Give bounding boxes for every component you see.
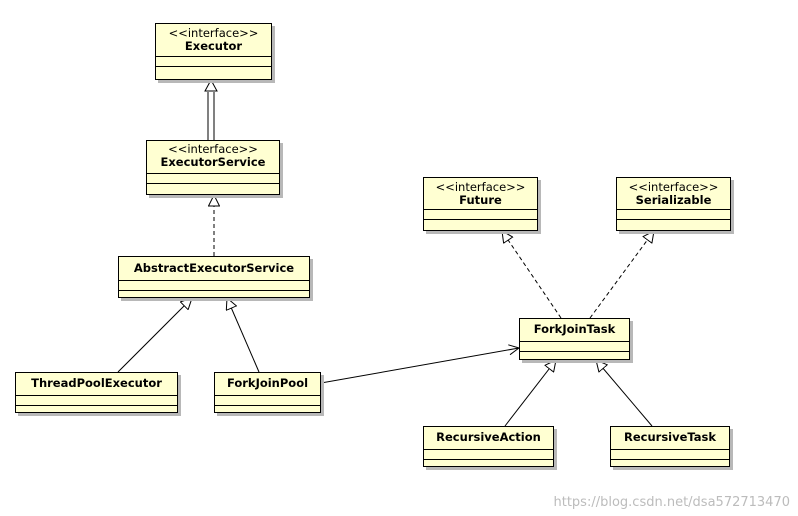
class-recursive-action[interactable]: RecursiveAction	[423, 426, 554, 467]
class-abstract-executor-service[interactable]: AbstractExecutorService	[118, 256, 310, 298]
attributes-section	[424, 209, 537, 219]
class-name: RecursiveTask	[623, 430, 717, 444]
class-executor[interactable]: <<interface>> Executor	[155, 23, 272, 80]
edge-recursive-task-to-fork-join-task	[596, 360, 653, 427]
class-fork-join-task[interactable]: ForkJoinTask	[519, 318, 630, 360]
operations-section	[119, 290, 309, 291]
attributes-section	[611, 449, 729, 459]
class-name: ForkJoinPool	[226, 376, 309, 390]
attributes-section	[16, 395, 177, 405]
class-name: ExecutorService	[160, 155, 266, 169]
class-name: Executor	[184, 39, 243, 53]
attributes-section	[520, 341, 629, 351]
edge-thread-pool-executor-to-abstract-executor-service	[117, 298, 192, 373]
operations-section	[156, 66, 271, 67]
class-fork-join-pool[interactable]: ForkJoinPool	[214, 372, 321, 413]
class-name: RecursiveAction	[436, 430, 541, 444]
edge-recursive-action-to-fork-join-task	[504, 360, 556, 427]
operations-section	[424, 219, 537, 220]
attributes-section	[147, 173, 279, 183]
edge-fork-join-pool-to-fork-join-task	[320, 348, 519, 384]
generalization-arrowhead	[204, 78, 218, 92]
attributes-section	[617, 209, 730, 219]
edge-fork-join-task-to-serializable	[589, 231, 654, 319]
edge-fork-join-pool-to-abstract-executor-service	[227, 298, 260, 373]
operations-section	[617, 219, 730, 220]
edge-fork-join-task-to-future	[502, 231, 562, 319]
attributes-section	[156, 56, 271, 66]
attributes-section	[119, 280, 309, 290]
watermark-text: https://blog.csdn.net/dsa572713470	[553, 495, 791, 510]
operations-section	[147, 183, 279, 184]
class-recursive-task[interactable]: RecursiveTask	[610, 426, 730, 467]
stereotype-label: <<interface>>	[168, 26, 259, 40]
stereotype-label: <<interface>>	[168, 142, 258, 156]
operations-section	[16, 405, 177, 406]
class-name: Serializable	[635, 193, 712, 207]
class-executor-service[interactable]: <<interface>> ExecutorService	[146, 140, 280, 195]
class-name: ForkJoinTask	[533, 322, 616, 336]
attributes-section	[424, 449, 553, 459]
class-name: Future	[459, 193, 502, 207]
class-future[interactable]: <<interface>> Future	[423, 177, 538, 231]
operations-section	[215, 405, 320, 406]
class-name: ThreadPoolExecutor	[31, 376, 162, 390]
attributes-section	[215, 395, 320, 405]
operations-section	[520, 351, 629, 352]
operations-section	[611, 459, 729, 460]
stereotype-label: <<interface>>	[435, 180, 526, 194]
operations-section	[424, 459, 553, 460]
class-name: AbstractExecutorService	[133, 261, 295, 275]
class-serializable[interactable]: <<interface>> Serializable	[616, 177, 731, 231]
stereotype-label: <<interface>>	[628, 180, 719, 194]
class-thread-pool-executor[interactable]: ThreadPoolExecutor	[15, 372, 178, 413]
